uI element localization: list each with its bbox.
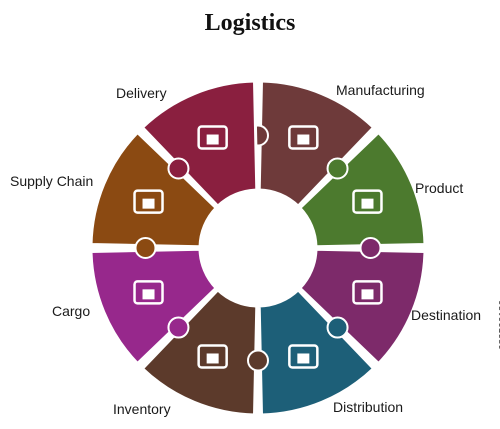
- label-inventory: Inventory: [113, 401, 171, 417]
- label-distribution: Distribution: [333, 399, 404, 415]
- boxes-icon: [352, 189, 383, 214]
- puzzle-tab: [167, 157, 190, 180]
- puzzle-tab: [134, 237, 157, 259]
- segment-destination: [297, 247, 427, 366]
- diagram-title: Logistics: [204, 10, 296, 36]
- handshake-icon: [288, 344, 319, 369]
- puzzle-tab: [359, 237, 382, 259]
- label-supply-chain: Supply Chain: [10, 173, 94, 189]
- puzzle-tab: [247, 349, 269, 372]
- delivery-truck-icon: [197, 125, 228, 150]
- store-truck-icon: [133, 189, 164, 214]
- segment-cargo: [89, 247, 219, 366]
- cargo-ship-icon: [133, 280, 164, 305]
- puzzle-tab: [326, 316, 349, 339]
- label-destination: Destination: [411, 307, 482, 323]
- map-pin-icon: [352, 280, 383, 305]
- warehouse-icon: [197, 344, 228, 369]
- factory-icon: [288, 125, 319, 150]
- label-cargo: Cargo: [52, 303, 91, 319]
- puzzle-tab: [326, 157, 349, 180]
- label-delivery: Delivery: [116, 85, 167, 101]
- label-manufacturing: Manufacturing: [336, 82, 425, 98]
- puzzle-tab: [167, 316, 190, 339]
- label-product: Product: [415, 180, 464, 196]
